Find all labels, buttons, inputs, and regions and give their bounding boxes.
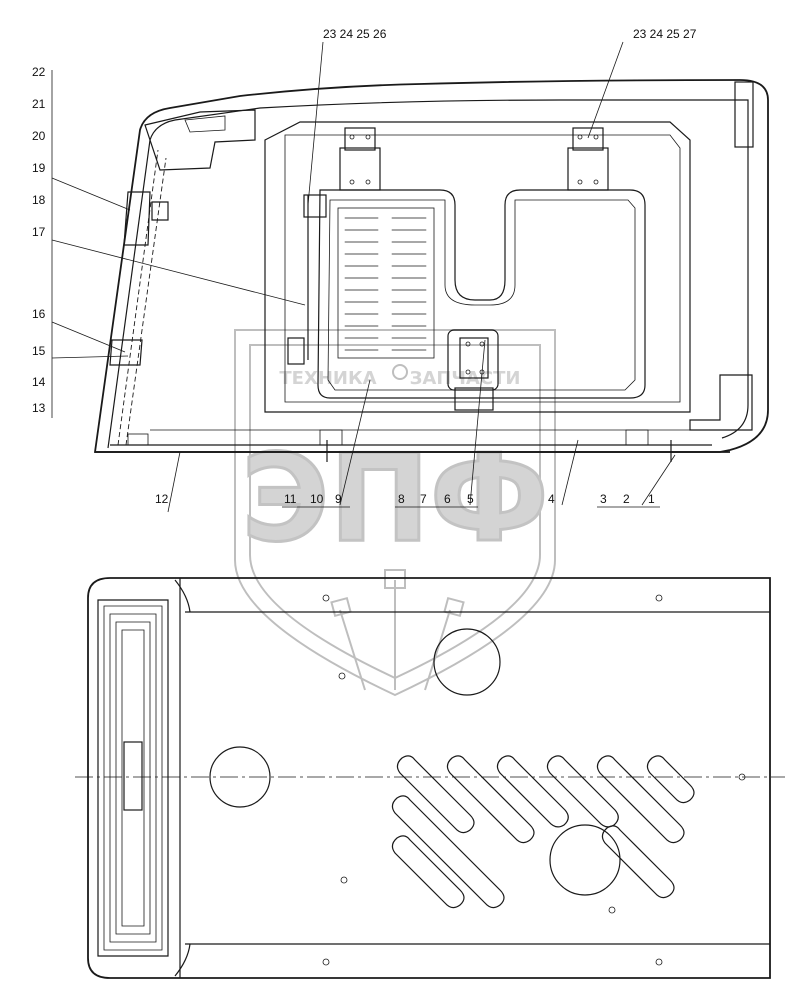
callout-group-right: 23 24 25 27 xyxy=(633,27,697,41)
leaders xyxy=(51,41,676,513)
grille xyxy=(337,207,435,359)
callout-11: 11 xyxy=(284,492,297,506)
front-grille xyxy=(97,599,169,957)
wheat-icon xyxy=(330,569,465,691)
callout-13: 13 xyxy=(32,401,46,415)
callout-8: 8 xyxy=(398,492,405,506)
hinge-left xyxy=(339,127,381,191)
latch xyxy=(447,329,499,411)
bottom-callouts: 12 11 10 9 8 7 6 5 4 3 2 1 xyxy=(155,492,655,506)
callout-21: 21 xyxy=(32,97,46,111)
inner-panel xyxy=(264,121,691,413)
callout-14: 14 xyxy=(32,375,46,389)
callout-20: 20 xyxy=(32,129,46,143)
filter-cover xyxy=(317,189,646,399)
callout-15: 15 xyxy=(32,344,46,358)
callout-9: 9 xyxy=(335,492,342,506)
top-view-outline xyxy=(87,577,771,979)
top-view xyxy=(75,577,785,979)
watermark: ЭПФ ТЕХНИКА ЗАПЧАСТИ xyxy=(234,329,556,697)
callout-5: 5 xyxy=(467,492,474,506)
callout-12: 12 xyxy=(155,492,169,506)
hinge-right xyxy=(567,127,609,191)
callout-4: 4 xyxy=(548,492,555,506)
callout-19: 19 xyxy=(32,161,46,175)
callout-group-left: 23 24 25 26 xyxy=(323,27,387,41)
callout-18: 18 xyxy=(32,193,46,207)
hole-top xyxy=(433,628,501,696)
callout-3: 3 xyxy=(600,492,607,506)
callout-2: 2 xyxy=(623,492,630,506)
side-view: 23 24 25 26 23 24 25 27 22 21 20 19 18 1… xyxy=(32,27,769,513)
watermark-shield xyxy=(234,329,556,697)
callout-16: 16 xyxy=(32,307,46,321)
hole-left xyxy=(209,746,271,808)
callout-1: 1 xyxy=(648,492,655,506)
roof-outline xyxy=(93,79,769,453)
callout-7: 7 xyxy=(420,492,427,506)
vent-slots xyxy=(391,755,695,909)
callout-22: 22 xyxy=(32,65,46,79)
hole-vent xyxy=(549,824,621,896)
callout-6: 6 xyxy=(444,492,451,506)
left-callouts: 22 21 20 19 18 17 16 15 14 13 xyxy=(32,65,46,415)
callout-17: 17 xyxy=(32,225,46,239)
gear-icon xyxy=(392,364,408,380)
callout-10: 10 xyxy=(310,492,324,506)
